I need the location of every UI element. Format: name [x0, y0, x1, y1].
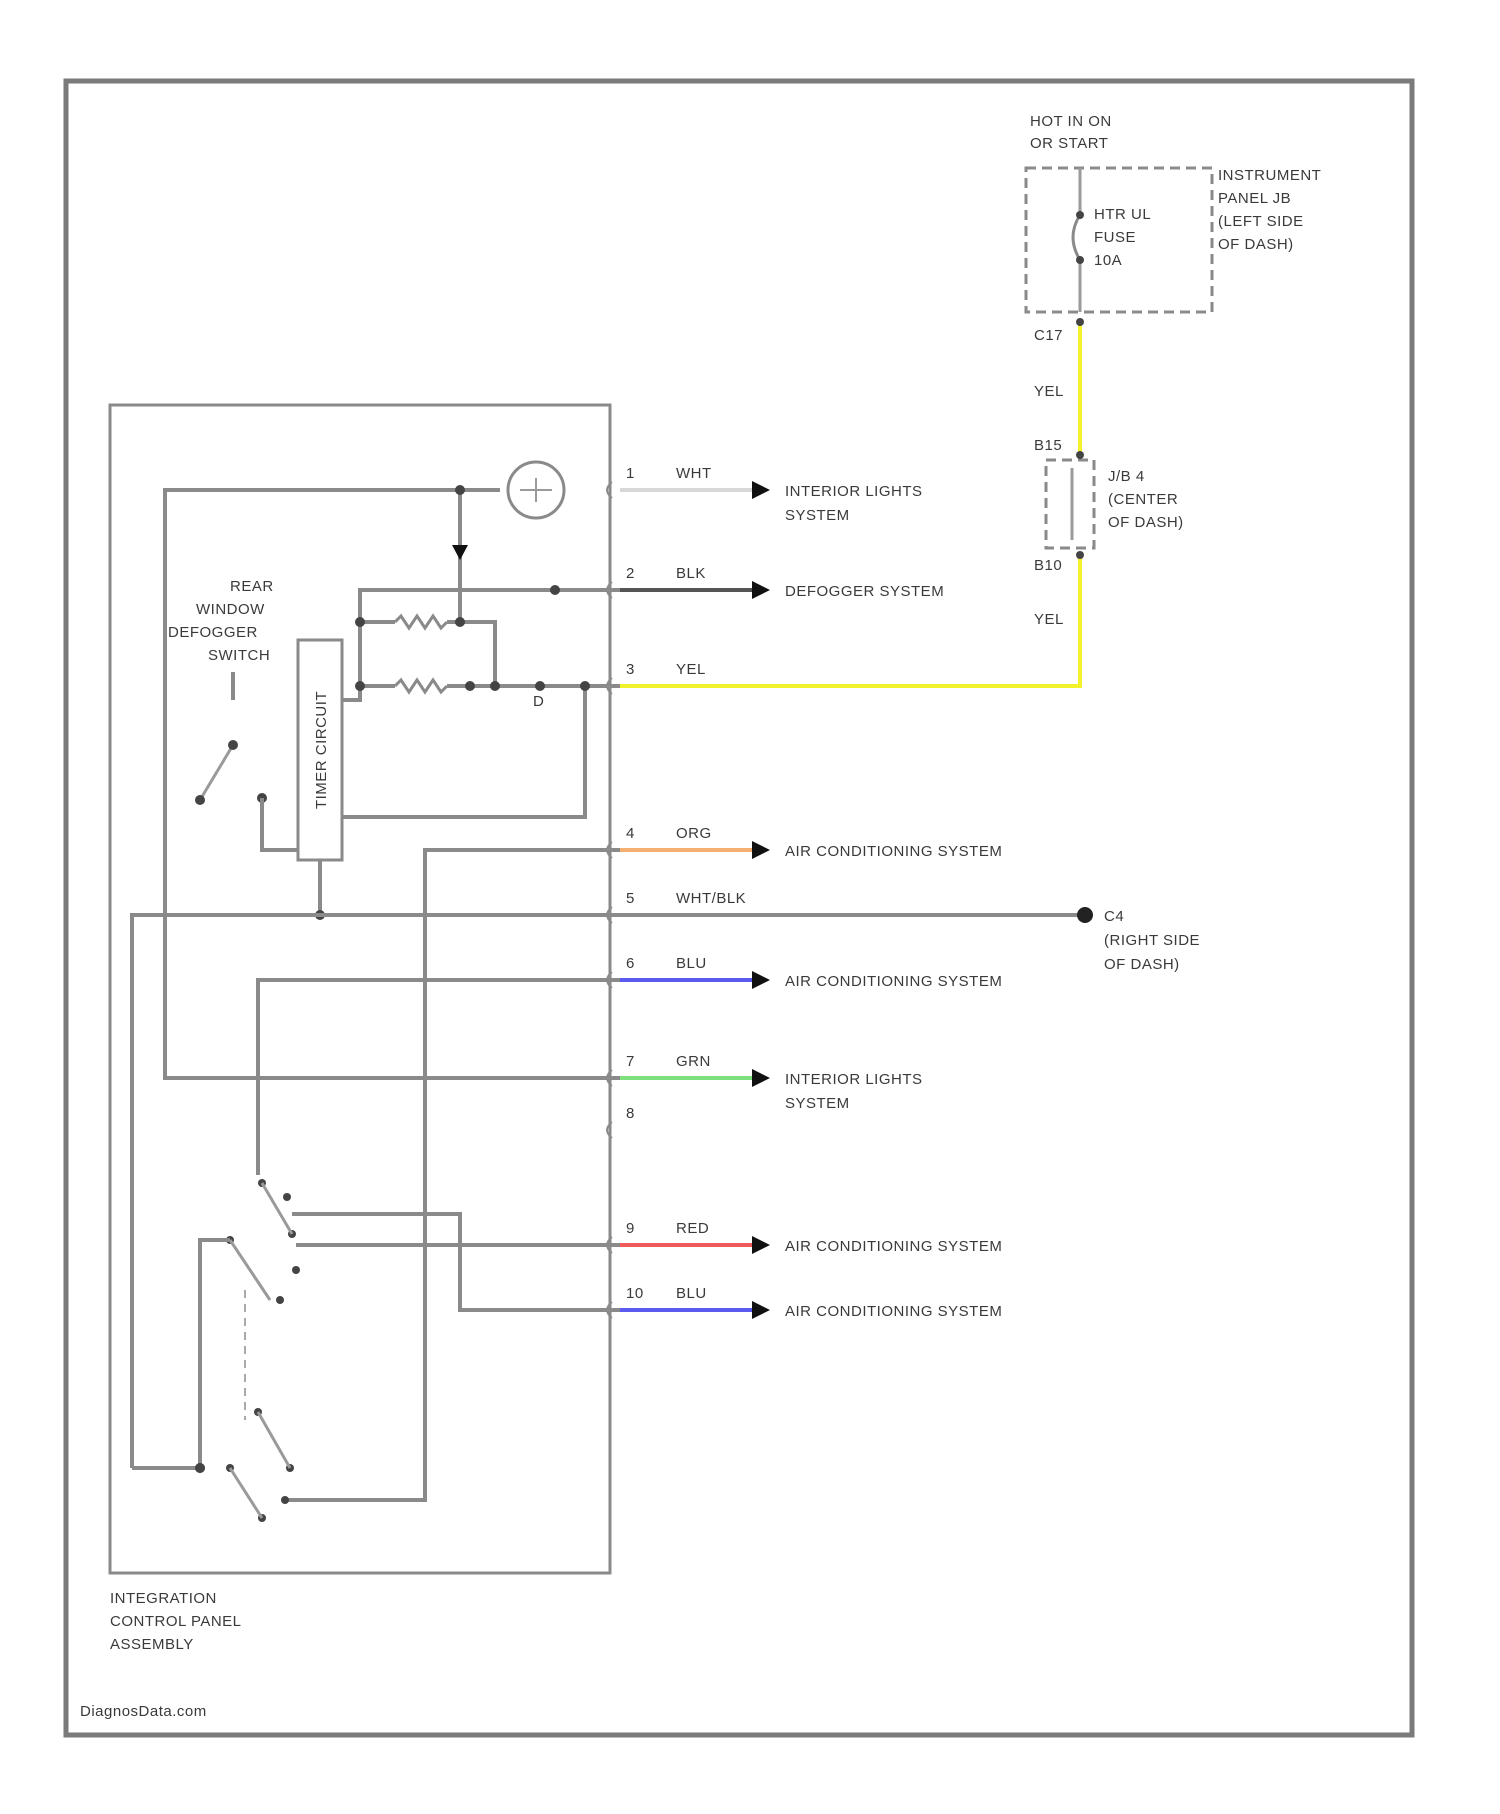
switch-label-line1: REAR — [230, 578, 274, 595]
pin-1-destination: SYSTEM — [785, 507, 850, 524]
hot-label-line2: OR START — [1030, 135, 1108, 152]
pin-9-number: 9 — [626, 1220, 635, 1237]
svg-text:D: D — [533, 693, 544, 710]
pin-4-arrow — [752, 841, 770, 859]
pin-1-arrow — [752, 481, 770, 499]
pin-3-wire-color: YEL — [676, 661, 706, 678]
connector-pins: 1 WHT INTERIOR LIGHTS SYSTEM 2 BLK DEFOGGER SY… — [607, 465, 1200, 1320]
pin-10-wire-color: BLU — [676, 1285, 707, 1302]
control-panel-box — [110, 405, 610, 1573]
switch-label-line2: WINDOW — [196, 601, 265, 618]
jb4-line1: J/B 4 — [1108, 468, 1145, 485]
hot-label-line1: HOT IN ON — [1030, 113, 1112, 130]
jb4-box — [1046, 460, 1094, 548]
pin-1-destination: INTERIOR LIGHTS — [785, 483, 923, 500]
panel-jb-line4: OF DASH) — [1218, 236, 1294, 253]
pin-6-destination: AIR CONDITIONING SYSTEM — [785, 973, 1002, 990]
pin-6-number: 6 — [626, 955, 635, 972]
pin-1-number: 1 — [626, 465, 635, 482]
pin-5-destination: OF DASH) — [1104, 956, 1180, 973]
pin-9-arrow — [752, 1236, 770, 1254]
fuse-line2: FUSE — [1094, 229, 1136, 246]
pin-5-destination: (RIGHT SIDE — [1104, 932, 1200, 949]
pin-10-number: 10 — [626, 1285, 644, 1302]
pin-7-arrow — [752, 1069, 770, 1087]
pin-4-destination: AIR CONDITIONING SYSTEM — [785, 843, 1002, 860]
yel-label-lower: YEL — [1034, 611, 1064, 628]
pin-10-destination: AIR CONDITIONING SYSTEM — [785, 1303, 1002, 1320]
panel-jb-line3: (LEFT SIDE — [1218, 213, 1304, 230]
pin-6-arrow — [752, 971, 770, 989]
panel-label-line2: CONTROL PANEL — [110, 1613, 242, 1630]
yel-label-upper: YEL — [1034, 383, 1064, 400]
pin-2-destination: DEFOGGER SYSTEM — [785, 583, 944, 600]
pin-2-arrow — [752, 581, 770, 599]
panel-label-line3: ASSEMBLY — [110, 1636, 194, 1653]
pin-3-number: 3 — [626, 661, 635, 678]
pin-10-arrow — [752, 1301, 770, 1319]
pin-7-wire-color: GRN — [676, 1053, 711, 1070]
jb4-line2: (CENTER — [1108, 491, 1178, 508]
timer-label: TIMER CIRCUIT — [313, 691, 330, 809]
conn-c17-label: C17 — [1034, 327, 1063, 344]
panel-jb-line1: INSTRUMENT — [1218, 167, 1321, 184]
diagram-frame — [66, 81, 1412, 1735]
fuse-line1: HTR UL — [1094, 206, 1151, 223]
pin-9-destination: AIR CONDITIONING SYSTEM — [785, 1238, 1002, 1255]
pin-7-destination: SYSTEM — [785, 1095, 850, 1112]
footer-source: DiagnosData.com — [80, 1703, 207, 1720]
pin-9-wire-color: RED — [676, 1220, 709, 1237]
jb4-line3: OF DASH) — [1108, 514, 1184, 531]
panel-jb-line2: PANEL JB — [1218, 190, 1291, 207]
pin-5-number: 5 — [626, 890, 635, 907]
pin-5-wire-color: WHT/BLK — [676, 890, 746, 907]
panel-label-line1: INTEGRATION — [110, 1590, 217, 1607]
pin-1-wire-color: WHT — [676, 465, 712, 482]
pin-7-destination: INTERIOR LIGHTS — [785, 1071, 923, 1088]
pin-6-wire-color: BLU — [676, 955, 707, 972]
pin-5-destination: C4 — [1104, 908, 1124, 925]
conn-b15-label: B15 — [1034, 437, 1062, 454]
pin-8-number: 8 — [626, 1105, 635, 1122]
switch-label-line3: DEFOGGER — [168, 624, 258, 641]
pin-7-number: 7 — [626, 1053, 635, 1070]
fuse-line3: 10A — [1094, 252, 1122, 269]
switch-label-line4: SWITCH — [208, 647, 270, 664]
pin-4-number: 4 — [626, 825, 635, 842]
ground-c4-terminal — [1077, 907, 1093, 923]
pin-2-wire-color: BLK — [676, 565, 706, 582]
conn-b10-label: B10 — [1034, 557, 1062, 574]
fuse-symbol — [1073, 215, 1080, 260]
pin-2-number: 2 — [626, 565, 635, 582]
pin-4-wire-color: ORG — [676, 825, 712, 842]
